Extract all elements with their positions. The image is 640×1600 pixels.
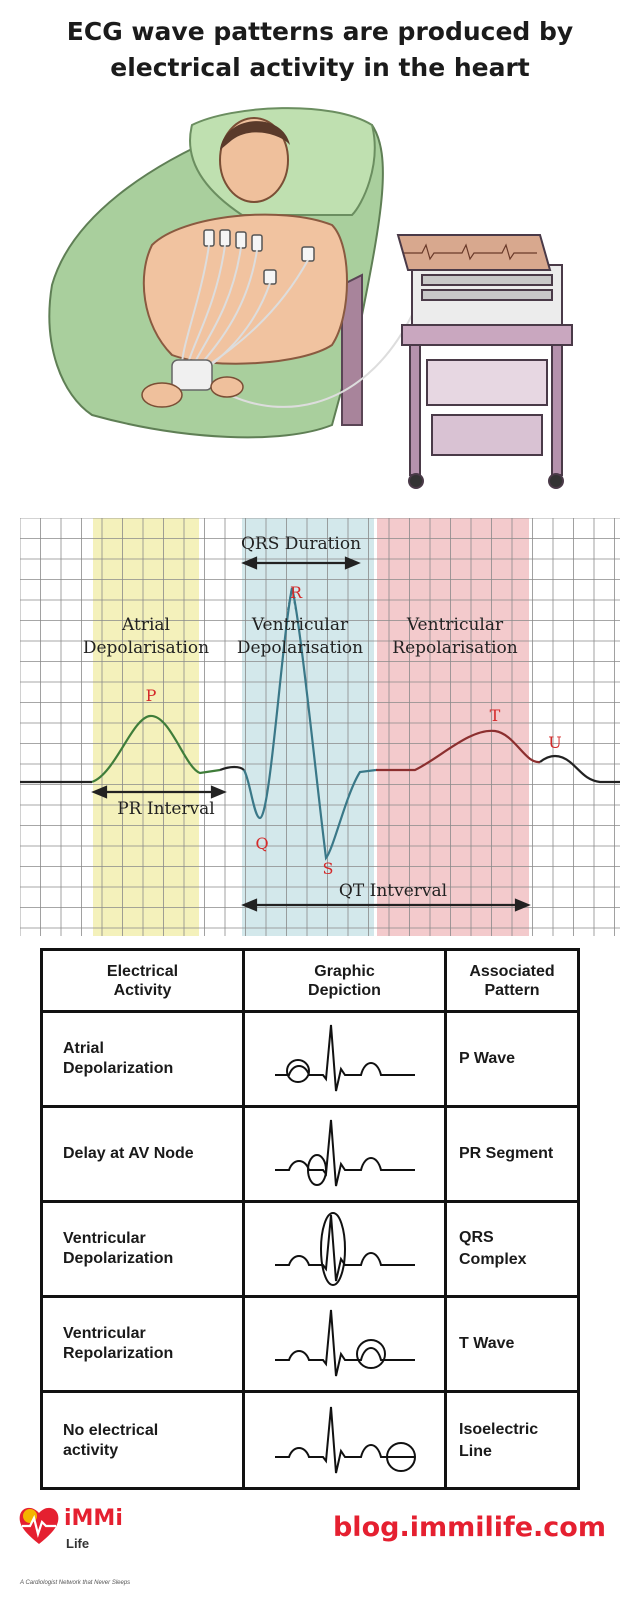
repolarisation-band xyxy=(377,518,529,936)
mini-ecg-isoelectric xyxy=(274,1406,416,1473)
row-pattern-p-wave: P Wave xyxy=(447,1013,577,1108)
row-graphic-isoelectric xyxy=(245,1393,447,1488)
mini-ecg-highlight-ring xyxy=(306,1154,327,1186)
atrial-label-1: Atrial xyxy=(121,615,170,635)
vent-rep-label-2: Repolarisation xyxy=(392,638,517,658)
mini-ecg-trace xyxy=(274,1119,415,1187)
patient-head xyxy=(219,117,289,203)
mini-ecg-pr-segment xyxy=(274,1119,415,1187)
r-label: R xyxy=(290,583,303,602)
ecg-grid xyxy=(19,517,620,936)
r-peak-dashed xyxy=(287,587,297,611)
u-wave-and-baseline xyxy=(539,754,620,784)
cable-box xyxy=(171,359,213,391)
mini-ecg-highlight-ring xyxy=(355,1339,386,1369)
patient-torso xyxy=(142,213,348,365)
mini-ecg-trace xyxy=(274,1214,415,1282)
patient-ecg-illustration xyxy=(48,107,573,489)
mini-ecg-highlight-ring xyxy=(319,1212,346,1286)
bed-frame xyxy=(341,273,363,426)
row-pattern-t-wave: T Wave xyxy=(447,1298,577,1393)
atrial-label-2: Depolarisation xyxy=(83,638,209,658)
mini-ecg-trace xyxy=(274,1309,415,1377)
mini-ecg-highlight-ring xyxy=(385,1441,416,1472)
q-label: Q xyxy=(255,834,268,853)
site-url[interactable]: blog.immilife.com xyxy=(332,1512,606,1543)
qt-interval-label: QT Intverval xyxy=(339,881,447,901)
patient-hair xyxy=(220,121,290,150)
mini-ecg-p-wave xyxy=(274,1024,415,1092)
patient-hands xyxy=(141,382,183,408)
qrs-complex xyxy=(243,587,377,861)
s-label: S xyxy=(323,859,334,878)
t-wave xyxy=(376,729,541,772)
mini-ecg-highlight-ring xyxy=(285,1059,310,1083)
t-label: T xyxy=(490,706,501,725)
brand-sub: Life xyxy=(66,1536,90,1551)
immi-heart-logo-icon xyxy=(19,1507,59,1544)
mini-ecg-t-wave xyxy=(274,1309,415,1377)
pr-segment xyxy=(219,765,245,772)
electrodes xyxy=(203,229,315,285)
mini-ecg-qrs xyxy=(274,1212,415,1286)
atrial-band xyxy=(93,518,199,936)
qrs-band xyxy=(242,518,374,936)
ecg-diagram: QRS Duration Atrial Depolarisation Ventr… xyxy=(19,517,620,936)
ecg-printout-trace xyxy=(404,243,537,261)
vent-dep-label-2: Depolarisation xyxy=(237,638,363,658)
row-graphic-qrs xyxy=(245,1203,447,1298)
arrows xyxy=(91,556,531,912)
mini-ecg-trace xyxy=(274,1024,415,1092)
row-graphic-t-wave xyxy=(245,1298,447,1393)
row-graphic-p-wave xyxy=(245,1013,447,1108)
u-label: U xyxy=(548,733,561,752)
row-graphic-pr-segment xyxy=(245,1108,447,1203)
p-label: P xyxy=(146,686,157,705)
row-pattern-pr-segment: PR Segment xyxy=(447,1108,577,1203)
p-wave xyxy=(91,714,221,784)
vent-dep-label-1: Ventricular xyxy=(251,615,349,635)
ecg-svg: QRS Duration Atrial Depolarisation Ventr… xyxy=(19,517,620,936)
vent-rep-label-1: Ventricular xyxy=(406,615,504,635)
ecg-machine xyxy=(396,234,573,489)
brand-tagline: A Cardiologist Network that Never Sleeps xyxy=(20,1580,131,1586)
title-line-1: ECG wave patterns are produced by xyxy=(66,17,574,46)
page-title: ECG wave patterns are produced by electr… xyxy=(0,14,640,86)
row-activity-av-node-delay: Delay at AV Node xyxy=(43,1108,245,1203)
title-line-2: electrical activity in the heart xyxy=(110,53,530,82)
brand-name: iMMi xyxy=(64,1506,123,1531)
pr-interval-label: PR Interval xyxy=(117,799,215,819)
qrs-duration-label: QRS Duration xyxy=(241,534,361,554)
mini-ecg-trace xyxy=(274,1406,415,1473)
